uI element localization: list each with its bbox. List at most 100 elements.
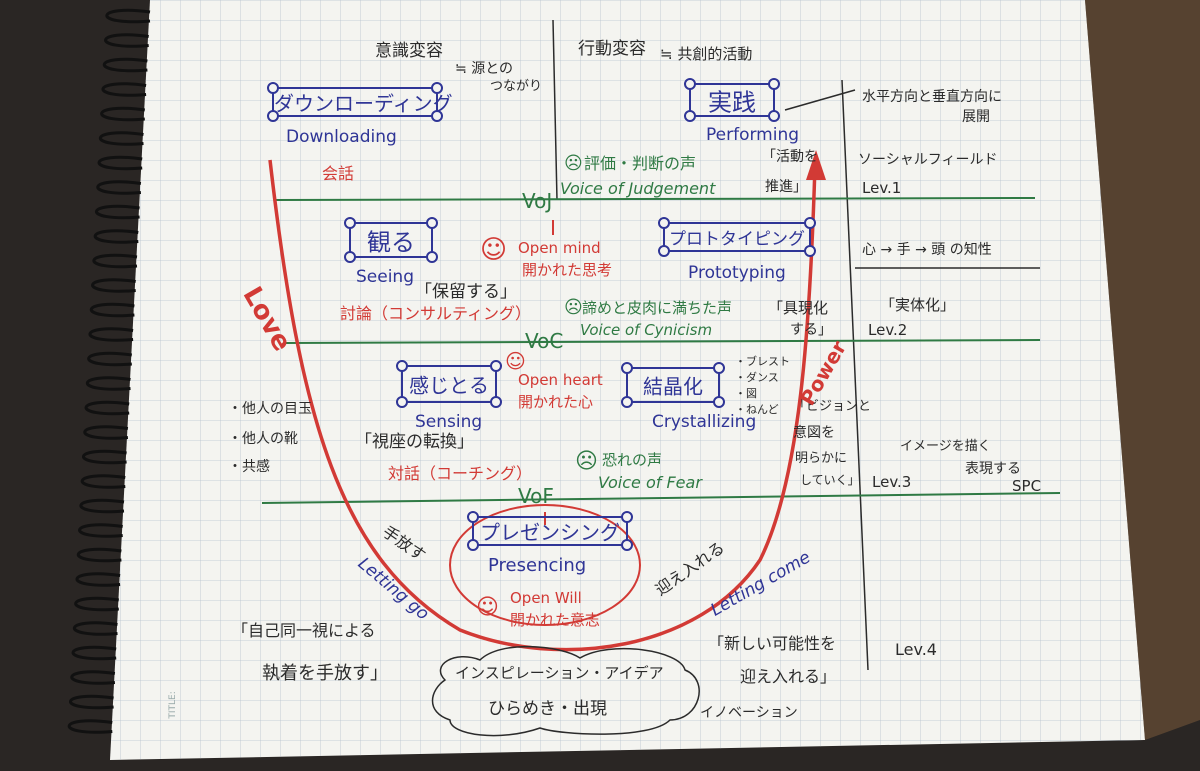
spiral-ring	[72, 621, 118, 636]
seeing-box: 観る	[344, 217, 438, 263]
voc-label: VoC	[525, 329, 564, 353]
spiral-ring	[84, 400, 130, 416]
spiral-ring	[97, 155, 143, 171]
open-mind-jp: 開かれた思考	[522, 261, 613, 279]
newpos-line-2: 迎え入れる」	[740, 667, 837, 686]
spiral-ring	[79, 498, 125, 514]
smile-face-icon-3: ☺	[476, 595, 499, 620]
performing-box: 実践	[684, 78, 780, 122]
materialize-label: 「実体化」	[880, 296, 956, 314]
spiral-ring	[68, 694, 114, 710]
performing-jp: 実践	[708, 88, 756, 117]
vof-label: VoF	[518, 484, 554, 508]
lev2-label: Lev.2	[868, 321, 908, 339]
other-note-3: ・共感	[228, 459, 270, 475]
spiral-ring	[98, 131, 144, 146]
vision-line-1: 「ビジョンと	[793, 399, 872, 414]
spiral-ring	[96, 180, 142, 195]
u-curve	[268, 159, 817, 652]
spc-label: SPC	[1012, 477, 1042, 495]
presencing-jp: プレゼンシング	[480, 520, 620, 545]
spiral-ring	[76, 547, 122, 563]
spiral-ring	[88, 327, 134, 342]
sad-face-icon-1: ☹	[564, 153, 583, 174]
open-will-jp: 開かれた意志	[510, 611, 601, 629]
prototyping-jp: プロトタイピング	[669, 229, 805, 250]
open-heart-en: Open heart	[518, 371, 603, 389]
touron-label: 討論（コンサルティング）	[340, 304, 532, 323]
vision-line-2: 意図を	[793, 425, 835, 441]
seeing-en: Seeing	[356, 267, 414, 287]
header-left-sub2: つながり	[490, 79, 543, 94]
voice-judgement-jp: 評価・判断の声	[584, 154, 697, 173]
image-line-2: 表現する	[965, 461, 1021, 477]
seeing-jp: 観る	[367, 228, 415, 257]
cloud-line-2: ひらめき・出現	[488, 699, 607, 719]
social-field-label: ソーシャルフィールド	[858, 152, 998, 168]
spiral-ring	[78, 523, 123, 538]
spiral-ring	[80, 474, 126, 489]
header-left-title: 意識変容	[375, 41, 443, 61]
spiral-ring	[100, 106, 146, 122]
spiral-ring	[71, 645, 117, 661]
header-right-title: 行動変容	[578, 39, 646, 59]
spiral-ring	[92, 253, 138, 269]
spiral-ring	[85, 376, 131, 391]
prototyping-en: Prototyping	[688, 263, 786, 283]
image-line-1: イメージを描く	[900, 439, 991, 454]
voice-judgement-en: Voice of Judgement	[560, 179, 716, 198]
voc-line	[284, 339, 1041, 344]
performing-en: Performing	[706, 125, 800, 145]
embody-line-1: 「具現化	[768, 299, 829, 317]
smile-face-icon-2: ☺	[505, 349, 526, 373]
voj-line	[274, 197, 1036, 201]
spiral-ring	[87, 351, 133, 367]
voice-fear-jp: 恐れの声	[602, 451, 663, 469]
knowledge-label: 心 → 手 → 頭 の知性	[862, 242, 992, 258]
cloud-line-1: インスピレーション・アイデア	[455, 664, 664, 682]
open-will-en: Open Will	[510, 589, 582, 607]
spiral-ring	[105, 8, 151, 24]
smile-face-icon-1: ☺	[480, 235, 508, 265]
downloading-box: ダウンローディング	[267, 82, 453, 122]
sad-face-icon-3: ☹	[575, 449, 598, 474]
presencing-box: プレゼンシング	[467, 511, 633, 551]
crystallizing-box: 結晶化	[621, 362, 725, 408]
power-arrow-head	[806, 150, 826, 180]
spiral-ring	[91, 278, 136, 293]
cloud-outline	[431, 645, 700, 737]
expand-line-2: 展開	[962, 109, 990, 125]
lev3-label: Lev.3	[872, 473, 912, 491]
prototyping-box: プロトタイピング	[658, 217, 816, 257]
spiral-ring	[89, 302, 135, 318]
spiral-ring	[75, 572, 121, 587]
practice-line-2: 推進」	[765, 179, 807, 195]
downloading-en: Downloading	[286, 127, 397, 147]
performing-arrow	[784, 89, 856, 111]
spiral-ring	[102, 57, 148, 73]
spiral-ring	[81, 449, 127, 465]
other-note-2: ・他人の靴	[228, 431, 298, 447]
center-divider	[552, 19, 558, 201]
header-right-sub: ≒ 共創的活動	[660, 45, 753, 63]
identify-line-1: 「自己同一視による	[232, 621, 376, 640]
spiral-ring	[83, 425, 129, 440]
spiral-ring	[67, 719, 113, 734]
spiral-ring	[94, 204, 140, 220]
presencing-loop	[449, 504, 641, 626]
crystallizing-en: Crystallizing	[652, 412, 757, 432]
open-heart-jp: 開かれた心	[518, 393, 594, 411]
lev1-label: Lev.1	[862, 179, 902, 197]
viewpoint-label: 「視座の転換」	[355, 432, 474, 452]
spiral-ring	[93, 229, 139, 244]
crystal-items: ・ブレスト ・ダンス ・図 ・ねんど	[735, 355, 790, 416]
sensing-box: 感じとる	[396, 360, 502, 408]
newpos-line-1: 「新しい可能性を	[708, 634, 837, 653]
spiral-ring	[101, 82, 147, 97]
spiral-ring	[70, 670, 116, 685]
kaiwa-label: 会話	[322, 164, 355, 183]
lev4-label: Lev.4	[895, 640, 937, 659]
hold-label: 「保留する」	[415, 282, 517, 302]
